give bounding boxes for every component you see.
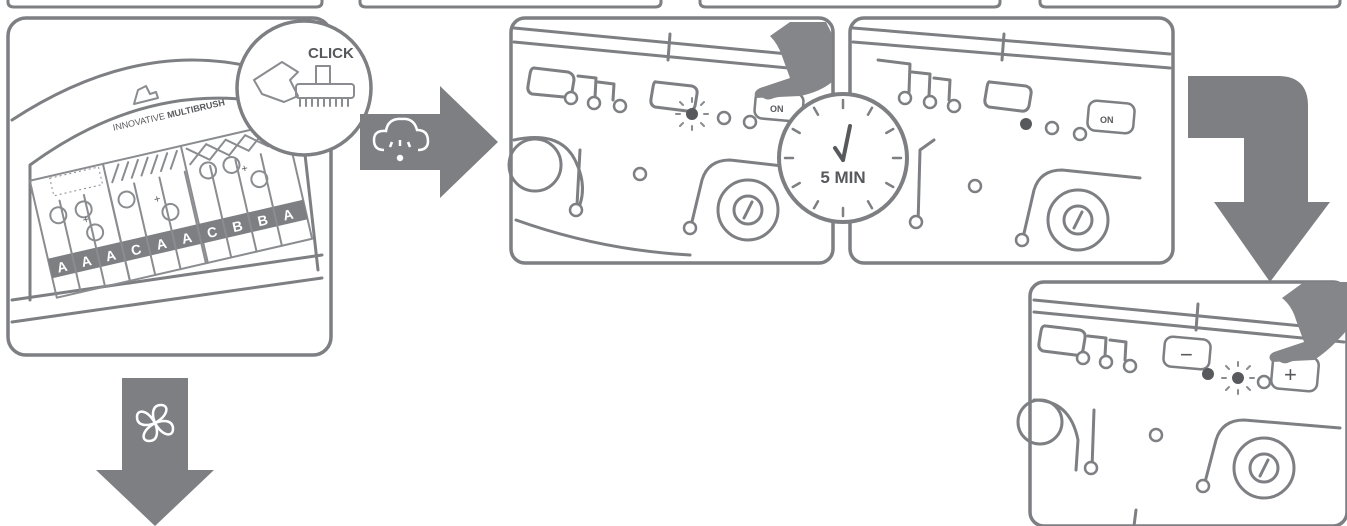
plus-sign: +: [82, 214, 91, 227]
clock-tick: [812, 106, 820, 116]
brush-column-letter: A: [104, 247, 117, 265]
down-arrow-fan: [96, 378, 214, 526]
mini-fan-icon: [86, 223, 105, 242]
control-panel-1: ON: [507, 16, 835, 265]
timer-clock: 5 MIN: [777, 92, 909, 224]
clock-tick: [866, 200, 874, 210]
mini-fan-icon: [117, 190, 136, 209]
brush-column-letter: B: [256, 211, 269, 229]
brush-column-letter: B: [231, 217, 244, 235]
fan-icon: [135, 403, 175, 443]
mini-fan-icon: [250, 170, 269, 189]
control-panel-2: ON: [848, 16, 1175, 265]
plus-sign: +: [240, 163, 249, 176]
minus-button[interactable]: [1162, 335, 1212, 371]
svg-text:−: −: [1180, 342, 1193, 367]
bent-arrow: [1188, 76, 1330, 282]
mini-fan-icon: [199, 161, 218, 180]
pressing-hand-2: [1269, 282, 1347, 364]
click-bubble: CLICK: [235, 19, 373, 157]
control-panel-3: − +: [1016, 280, 1347, 526]
mini-fan-icon: [161, 202, 180, 221]
mini-fan-icon: [74, 200, 93, 219]
pressing-hand: [754, 22, 832, 100]
solid-led: [1020, 118, 1032, 130]
timer-label: 5 MIN: [820, 168, 865, 187]
clock-tick: [885, 127, 895, 135]
nozzle-icon: [133, 85, 159, 105]
clock-tick: [812, 200, 820, 210]
svg-text:ON: ON: [770, 104, 784, 114]
top-edge-frames: [6, 0, 1342, 9]
mini-fan-icon: [49, 206, 68, 225]
right-arrow-steam: [360, 86, 498, 198]
svg-text:+: +: [1284, 362, 1297, 387]
brush-column-letter: C: [129, 241, 142, 259]
handle-icon: [253, 61, 299, 103]
click-label: CLICK: [308, 45, 354, 62]
brush-column-letter: C: [205, 223, 218, 241]
brush-column-letter: A: [55, 258, 68, 276]
brush-column-letter: A: [155, 235, 168, 253]
brush-column-letter: A: [180, 229, 193, 247]
clock-tick: [791, 181, 801, 189]
blinking-led: [675, 97, 709, 131]
clock-tick: [866, 106, 874, 116]
svg-text:ON: ON: [1100, 115, 1114, 125]
blinking-led-2: [1221, 361, 1255, 395]
plus-sign: +: [153, 193, 162, 206]
brush-column-letter: A: [281, 206, 294, 224]
brush-column-letter: A: [80, 252, 93, 270]
steam-cloud-icon: [372, 117, 430, 162]
on-button-2[interactable]: [1086, 99, 1136, 135]
clock-tick: [885, 181, 895, 189]
clock-tick: [791, 127, 801, 135]
mini-fan-icon: [222, 156, 241, 175]
